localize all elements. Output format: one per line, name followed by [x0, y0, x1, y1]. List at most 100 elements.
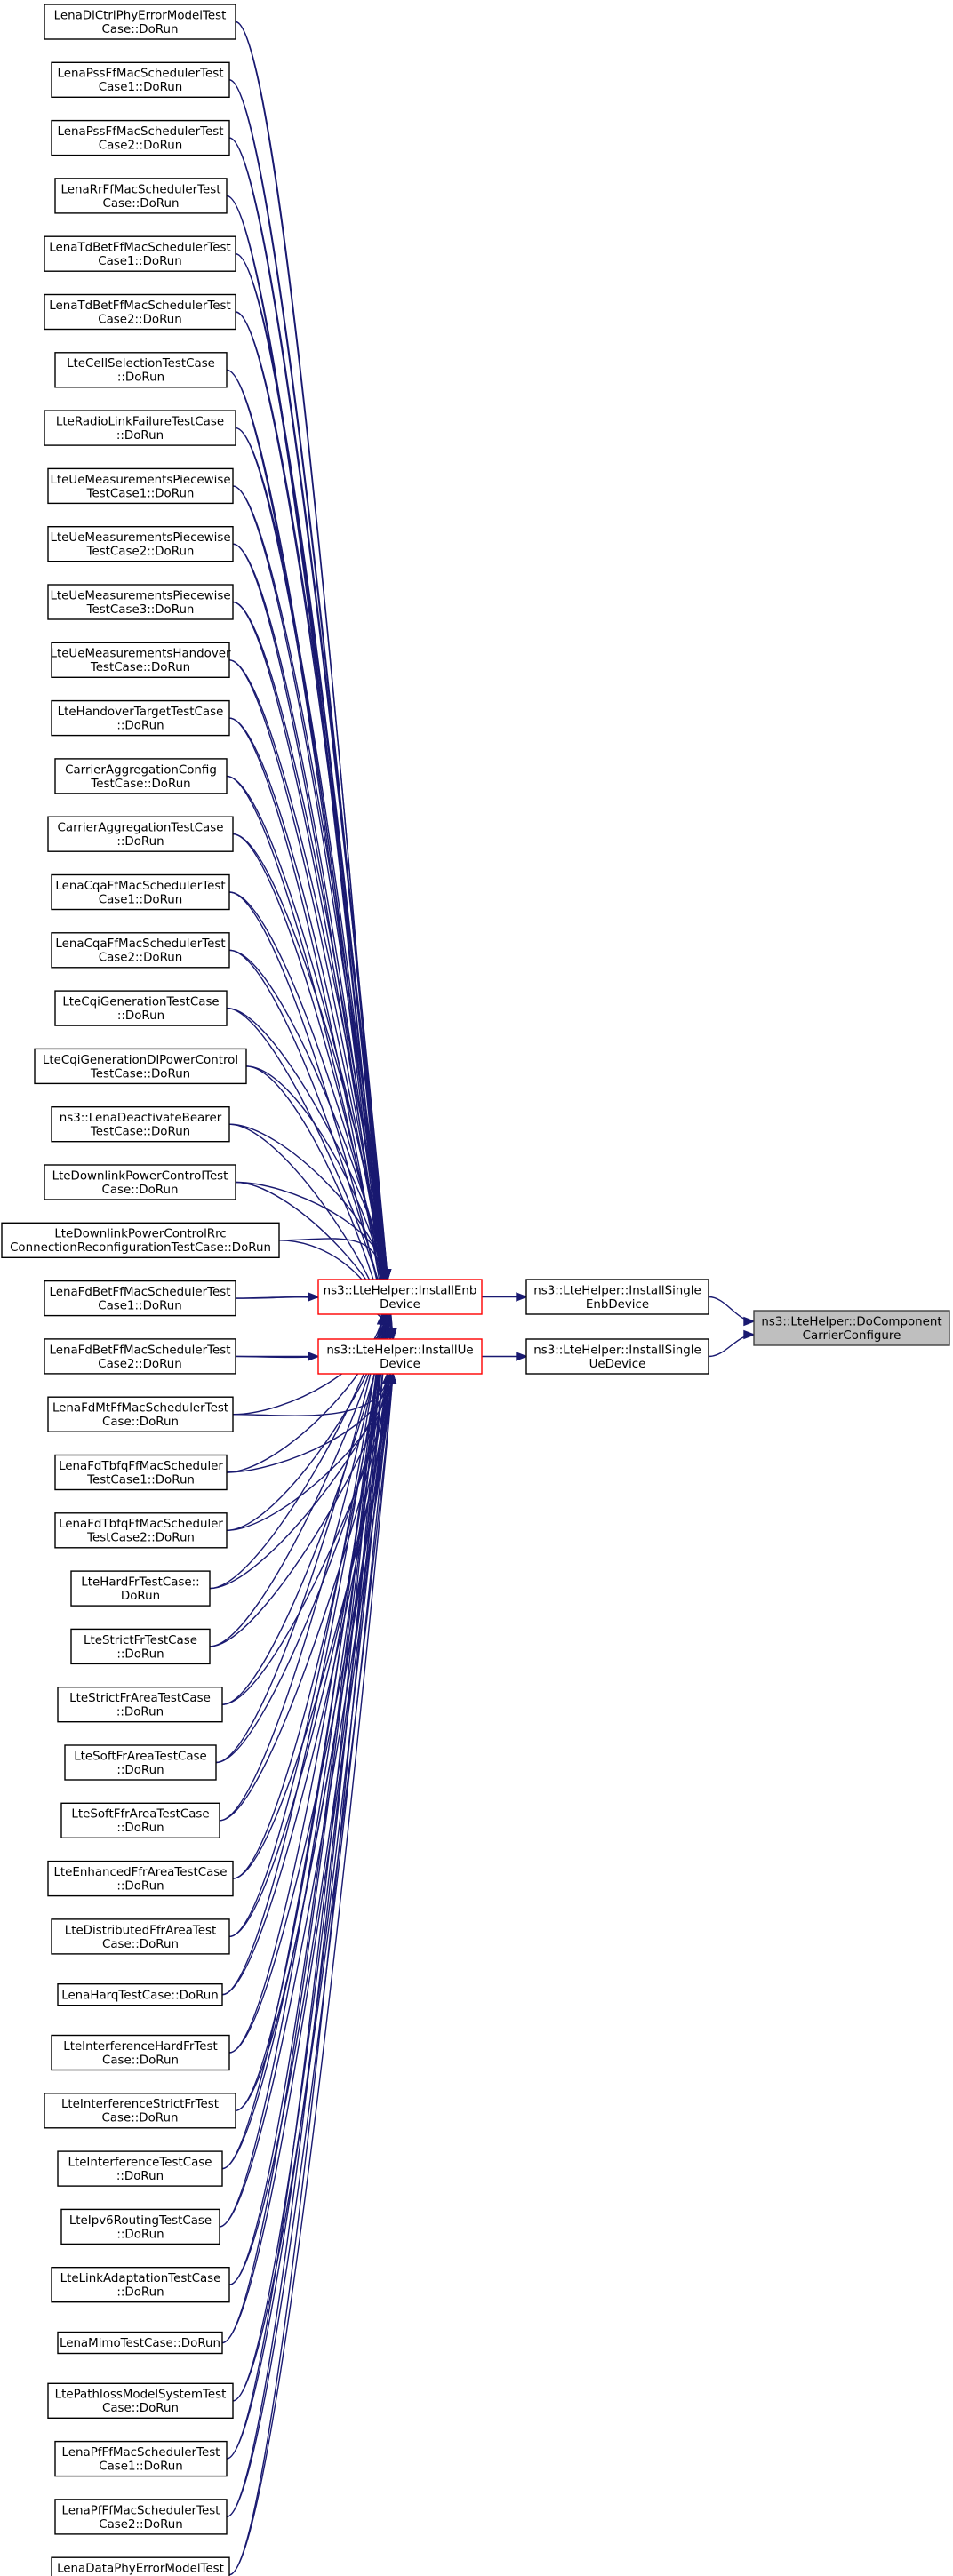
caller-lenatdbetffmacschedulertestcase1-dorun-box: [44, 235, 236, 272]
install-single-enb-device-node-box: [525, 1279, 709, 1315]
edge-caller-40-install-0: [221, 1313, 386, 2344]
caller-lenadlctrlphyerrormodeltestcase-dorun-label: Case::DoRun: [102, 23, 179, 36]
caller-lteenhancedffrareatestcase-dorun-label: LteEnhancedFfrAreaTestCase: [53, 1866, 227, 1879]
caller-lteuemeasurementshandovertestcase-dorun-label: TestCase::DoRun: [90, 661, 190, 674]
caller-carrieraggregationconfigtestcase-dorun-box: [54, 758, 228, 794]
caller-lenacqaffmacschedulertestcase2-dorun-label: Case2::DoRun: [99, 952, 183, 965]
caller-lenatdbetffmacschedulertestcase1-dorun-label: LenaTdBetFfMacSchedulerTest: [49, 242, 230, 255]
caller-ltestrictfrtestcase-dorun[interactable]: LteStrictFrTestCase::DoRun: [70, 1628, 211, 1665]
caller-ltestrictfrtestcase-dorun-box: [70, 1628, 211, 1665]
caller-lteinterferencehardfrtestcase-dorun-label: Case::DoRun: [102, 2054, 179, 2067]
edge-caller-41-install-1: [232, 1373, 394, 2402]
caller-ltecqigenerationtestcase-dorun[interactable]: LteCqiGenerationTestCase::DoRun: [54, 990, 228, 1026]
caller-lenafdmtffmacschedulertestcase-dorun-label: Case::DoRun: [102, 1416, 179, 1429]
caller-ltepathlossmodelsystemtestcase-dorun-box: [47, 2382, 234, 2420]
arrow-caller-23-install-1: [308, 1352, 320, 1361]
caller-lenafdtbfqffmacschedulertestcase1-dorun-label: TestCase1::DoRun: [86, 1473, 195, 1487]
caller-lenaharqtestcase-dorun[interactable]: LenaHarqTestCase::DoRun: [57, 1982, 223, 2006]
caller-lenapssffmacschedulertestcase2-dorun-label: Case2::DoRun: [99, 139, 183, 152]
caller-lenafdbetffmacschedulertestcase1-dorun-box: [44, 1280, 236, 1317]
caller-lteenhancedffrareatestcase-dorun[interactable]: LteEnhancedFfrAreaTestCase::DoRun: [47, 1860, 234, 1897]
caller-lteuemeasurementspiecewisetestcase3-dorun[interactable]: LteUeMeasurementsPiecewiseTestCase3::DoR…: [47, 584, 234, 620]
caller-ltesoftfrareatestcase-dorun-label: ::DoRun: [116, 1764, 164, 1777]
caller-lenacqaffmacschedulertestcase1-dorun-box: [51, 873, 230, 911]
install-single-enb-device-node-label: EnbDevice: [586, 1298, 649, 1312]
caller-ltedownlinkpowercontroltestcase-dorun-label: Case::DoRun: [102, 1184, 179, 1197]
caller-ltesoftffrareatestcase-dorun-label: LteSoftFfrAreaTestCase: [71, 1808, 209, 1822]
caller-ltehardfrtestcase-dorun[interactable]: LteHardFrTestCase::DoRun: [70, 1570, 211, 1607]
edge-caller-19-install-0: [228, 1123, 386, 1280]
caller-lteuemeasurementspiecewisetestcase3-dorun-box: [47, 584, 234, 620]
caller-ltesoftfrareatestcase-dorun[interactable]: LteSoftFrAreaTestCase::DoRun: [64, 1744, 217, 1781]
caller-ltehandovertargettestcase-dorun[interactable]: LteHandoverTargetTestCase::DoRun: [51, 699, 230, 737]
caller-lenapfffmacschedulertestcase2-dorun-label: LenaPfFfMacSchedulerTest: [62, 2504, 220, 2517]
edge-caller-14-install-0: [232, 833, 388, 1280]
caller-lteuemeasurementspiecewisetestcase2-dorun[interactable]: LteUeMeasurementsPiecewiseTestCase2::DoR…: [47, 526, 234, 562]
caller-ltedistributedffrareatestcase-dorun-label: Case::DoRun: [102, 1938, 179, 1951]
target-node-do-component-carrier-configure-label: CarrierConfigure: [803, 1329, 901, 1343]
caller-ltecqigenerationtestcase-dorun-label: ::DoRun: [117, 1009, 164, 1023]
caller-ltesoftffrareatestcase-dorun-label: ::DoRun: [116, 1822, 164, 1835]
caller-ltesoftffrareatestcase-dorun[interactable]: LteSoftFfrAreaTestCase::DoRun: [60, 1802, 220, 1839]
caller-lteinterferencetestcase-dorun[interactable]: LteInterferenceTestCase::DoRun: [57, 2150, 223, 2187]
caller-ltesoftfrareatestcase-dorun-box: [64, 1744, 217, 1781]
caller-lenafdtbfqffmacschedulertestcase2-dorun-label: LenaFdTbfqFfMacScheduler: [59, 1518, 223, 1531]
caller-ltecellselectiontestcase-dorun-box: [54, 352, 228, 388]
caller-lenafdtbfqffmacschedulertestcase1-dorun-label: LenaFdTbfqFfMacScheduler: [59, 1460, 223, 1473]
caller-ltedownlinkpowercontroltestcase-dorun-label: LteDownlinkPowerControlTest: [52, 1169, 228, 1183]
caller-ltestrictfrareatestcase-dorun[interactable]: LteStrictFrAreaTestCase::DoRun: [57, 1686, 223, 1723]
caller-ltedistributedffrareatestcase-dorun-label: LteDistributedFfrAreaTest: [65, 1924, 217, 1937]
caller-ltelinkadaptationtestcase-dorun[interactable]: LteLinkAdaptationTestCase::DoRun: [51, 2266, 230, 2303]
arrow-single-1-target: [743, 1329, 756, 1340]
caller-ltecellselectiontestcase-dorun-label: ::DoRun: [117, 371, 164, 385]
edge-caller-17-install-0: [226, 1007, 388, 1280]
caller-ltedownlinkpowercontrolrrcconnectionreconfigurationtestcase-dorun[interactable]: LteDownlinkPowerControlRrcConnectionReco…: [1, 1222, 280, 1259]
caller-lenafdbetffmacschedulertestcase1-dorun-label: Case1::DoRun: [98, 1299, 182, 1312]
caller-lteuemeasurementspiecewisetestcase1-dorun[interactable]: LteUeMeasurementsPiecewiseTestCase1::DoR…: [47, 467, 234, 505]
edge-caller-16-install-0: [228, 949, 386, 1280]
caller-ltecellselectiontestcase-dorun[interactable]: LteCellSelectionTestCase::DoRun: [54, 352, 228, 388]
caller-lenafdmtffmacschedulertestcase-dorun-box: [47, 1396, 234, 1432]
caller-ltecqigenerationdlpowercontroltestcase-dorun-label: TestCase::DoRun: [90, 1067, 190, 1081]
caller-lteradiolinkfailuretestcase-dorun[interactable]: LteRadioLinkFailureTestCase::DoRun: [44, 410, 236, 446]
arrow-single-0-target: [743, 1316, 756, 1327]
caller-lteipv6routingtestcase-dorun[interactable]: LteIpv6RoutingTestCase::DoRun: [60, 2208, 220, 2245]
caller-lenacqaffmacschedulertestcase2-dorun-label: LenaCqaFfMacSchedulerTest: [55, 937, 225, 951]
caller-lenadataphyerrormodeltestcase-dorun[interactable]: LenaDataPhyErrorModelTestCase::DoRun: [51, 2556, 230, 2576]
caller-carrieraggregationconfigtestcase-dorun-label: CarrierAggregationConfig: [65, 763, 217, 777]
caller-ns3-lenadeactivatebearertestcase-dorun-label: ns3::LenaDeactivateBearer: [60, 1112, 222, 1125]
install-enb-device-node-label: ns3::LteHelper::InstallEnb: [324, 1284, 477, 1297]
caller-ltecqigenerationdlpowercontroltestcase-dorun[interactable]: LteCqiGenerationDlPowerControlTestCase::…: [34, 1048, 247, 1085]
edge-single-0-target: [708, 1296, 755, 1322]
caller-carrieraggregationtestcase-dorun[interactable]: CarrierAggregationTestCase::DoRun: [47, 816, 234, 852]
caller-lteradiolinkfailuretestcase-dorun-label: LteRadioLinkFailureTestCase: [56, 415, 224, 428]
caller-lenamimotestcase-dorun[interactable]: LenaMimoTestCase::DoRun: [57, 2331, 223, 2355]
